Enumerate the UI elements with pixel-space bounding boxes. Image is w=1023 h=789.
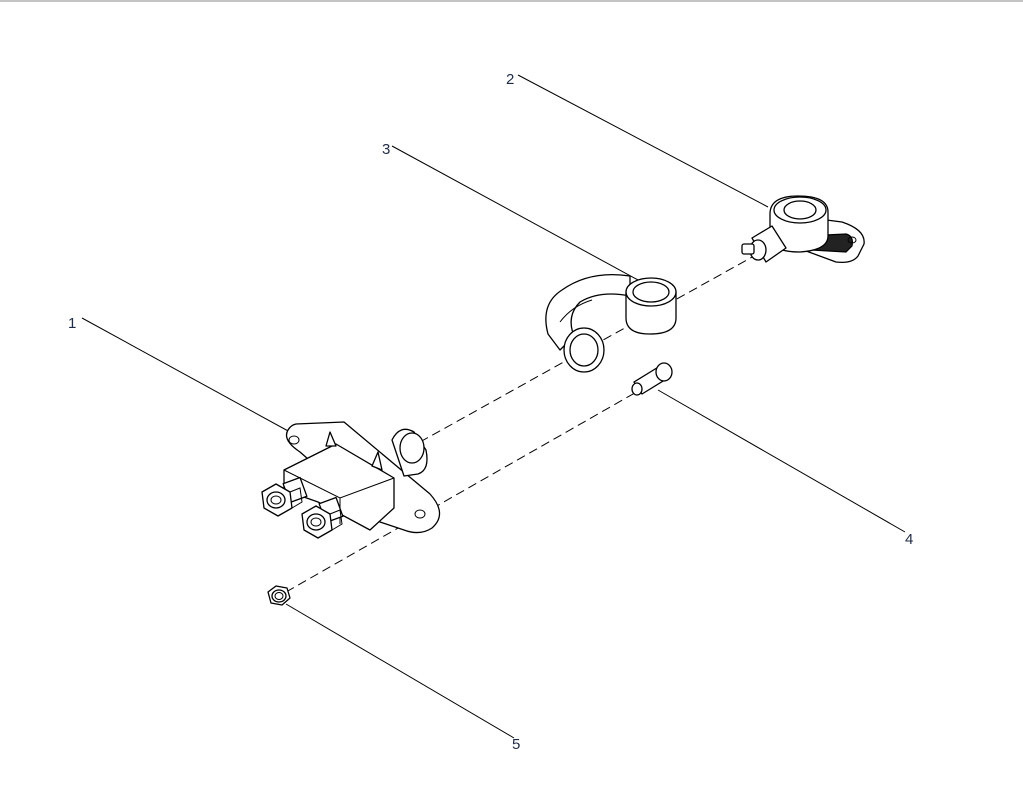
part-2-lock-bracket — [741, 195, 865, 264]
assembly-axis-fastener — [285, 389, 641, 593]
callout-3: 3 — [382, 141, 390, 158]
callout-1: 1 — [68, 315, 76, 332]
leader-line-1 — [81, 317, 291, 433]
leader-line-5 — [285, 603, 515, 739]
part-1-switch-assembly — [261, 421, 441, 539]
part-4-pin — [631, 362, 673, 396]
callout-4: 4 — [905, 531, 913, 548]
callout-5: 5 — [512, 736, 520, 753]
terminal-nut-lower — [301, 505, 343, 539]
terminal-nut-upper — [261, 483, 303, 517]
callout-2: 2 — [506, 71, 514, 88]
part-5-hex-nut — [267, 585, 291, 606]
leader-line-3 — [391, 145, 639, 281]
leader-line-2 — [517, 74, 769, 208]
leader-line-4 — [657, 389, 906, 533]
part-3-shackle — [545, 273, 677, 373]
